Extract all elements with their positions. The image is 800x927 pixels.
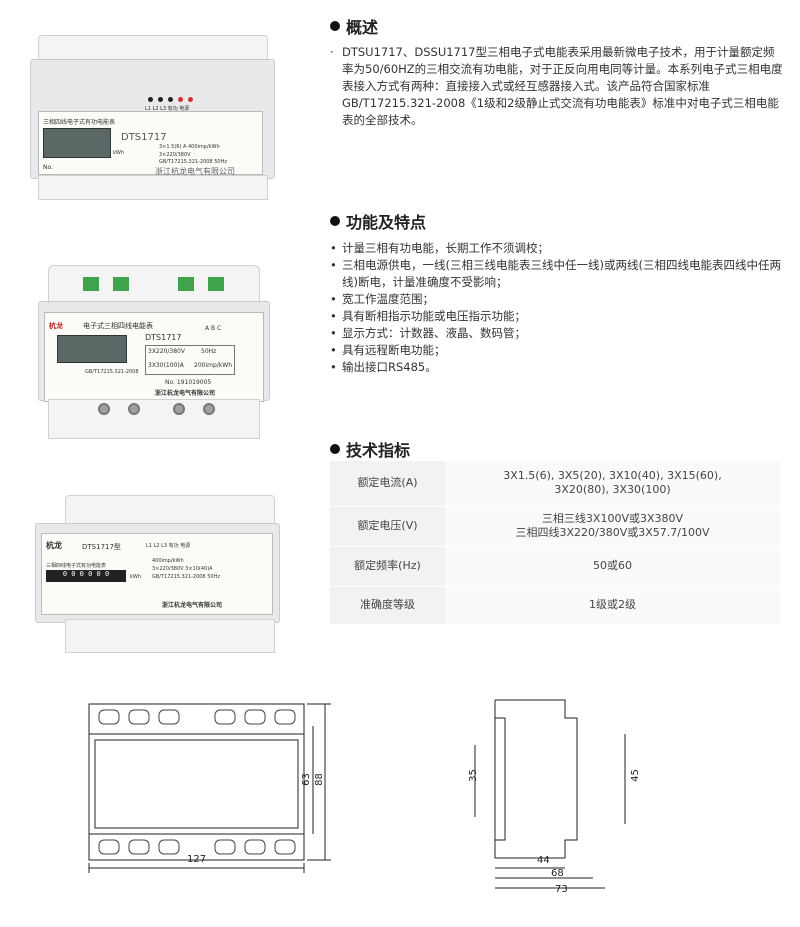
feature-item: 宽工作温度范围； <box>330 291 785 308</box>
terminal-cover-top <box>65 495 275 527</box>
lcd-display <box>43 128 111 158</box>
features-list: 计量三相有功电能，长期工作不须调校； 三相电源供电，一线(三相三线电能表三线中任… <box>330 240 785 376</box>
bullet-dot-icon <box>330 21 340 31</box>
screw-icon <box>98 403 110 415</box>
overview-title: 概述 <box>330 14 378 38</box>
meter-faceplate: 杭龙 DTS1717型 L1 L2 L3 有功 电源 三相四线电子式有功电能表 … <box>41 533 273 615</box>
meter-faceplate: 三相四线电子式有功电能表 DTS1717 kWh 3×1.5(6) A 400i… <box>38 111 263 176</box>
dim-width-127: 127 <box>187 854 207 865</box>
feature-item: 三相电源供电，一线(三相三线电能表三线中任一线)或两线(三相四线电能表四线中任两… <box>330 257 785 291</box>
terminal-cover-bottom <box>48 399 260 439</box>
counter-display: 0 0 0 0 0 0 <box>46 570 126 582</box>
led-icon <box>178 97 183 102</box>
side-dimension-drawing: 35 45 44 68 73 <box>465 690 665 900</box>
spec-key: 额定频率(Hz) <box>330 546 445 587</box>
dim-height-88: 88 <box>313 773 325 786</box>
dim-side-45: 45 <box>629 769 641 782</box>
feature-item: 显示方式：计数器、液晶、数码管； <box>330 325 785 342</box>
side-outline-drawing <box>474 699 626 889</box>
feature-item: 具有远程断电功能； <box>330 342 785 359</box>
dim-height-63: 63 <box>300 773 312 786</box>
spec-value: 1级或2级 <box>445 586 780 625</box>
bullet-dot-icon <box>330 216 340 226</box>
specs-table: 额定电流(A) 3X1.5(6), 3X5(20), 3X10(40), 3X1… <box>330 461 780 625</box>
specs-title: 技术指标 <box>330 437 410 461</box>
front-dimension-drawing: 127 63 88 <box>75 690 335 885</box>
spec-value: 50或60 <box>445 546 780 587</box>
table-row: 额定频率(Hz) 50或60 <box>330 546 780 587</box>
rating-box: 3X220/380V 50Hz 3X30(100)A 200imp/kWh <box>145 345 235 375</box>
dim-side-68: 68 <box>551 868 564 879</box>
feature-item: 输出接口RS485。 <box>330 359 785 376</box>
table-row: 额定电流(A) 3X1.5(6), 3X5(20), 3X10(40), 3X1… <box>330 461 780 507</box>
spec-key: 额定电压(V) <box>330 506 445 547</box>
overview-paragraph: · DTSU1717、DSSU1717型三相电子式电能表采用最新微电子技术，用于… <box>330 45 783 127</box>
terminal-green-icon <box>83 277 99 291</box>
screw-icon <box>203 403 215 415</box>
table-row: 准确度等级 1级或2级 <box>330 586 780 625</box>
screw-icon <box>128 403 140 415</box>
spec-key: 额定电流(A) <box>330 461 445 507</box>
terminal-cover-bottom <box>38 175 268 200</box>
spec-value: 3X1.5(6), 3X5(20), 3X10(40), 3X15(60),3X… <box>445 461 780 507</box>
led-icon <box>188 97 193 102</box>
meter-image-2: 杭龙 电子式三相四线电能表 DTS1717 A B C 3X220/380V 5… <box>38 265 270 440</box>
bullet-icon: · <box>330 45 334 59</box>
features-title: 功能及特点 <box>330 209 426 233</box>
front-outline-drawing <box>88 703 331 873</box>
spec-key: 准确度等级 <box>330 586 445 625</box>
lcd-display <box>57 335 127 363</box>
terminal-cover-top <box>48 265 260 305</box>
feature-item: 具有断相指示功能或电压指示功能； <box>330 308 785 325</box>
screw-icon <box>173 403 185 415</box>
dim-side-73: 73 <box>555 884 568 895</box>
bullet-dot-icon <box>330 444 340 454</box>
meter-image-1: 三相四线电子式有功电能表 DTS1717 kWh 3×1.5(6) A 400i… <box>30 35 275 200</box>
terminal-green-icon <box>178 277 194 291</box>
dim-side-44: 44 <box>537 855 550 866</box>
terminal-green-icon <box>208 277 224 291</box>
meter-faceplate: 杭龙 电子式三相四线电能表 DTS1717 A B C 3X220/380V 5… <box>44 312 264 402</box>
terminal-green-icon <box>113 277 129 291</box>
feature-item: 计量三相有功电能，长期工作不须调校； <box>330 240 785 257</box>
led-icon <box>158 97 163 102</box>
terminal-cover-bottom <box>65 619 275 653</box>
led-icon <box>148 97 153 102</box>
led-icon <box>168 97 173 102</box>
dim-side-35: 35 <box>467 769 479 782</box>
led-labels: L1 L2 L3 有功 电源 <box>145 106 190 112</box>
meter-image-3: 杭龙 DTS1717型 L1 L2 L3 有功 电源 三相四线电子式有功电能表 … <box>35 495 280 655</box>
